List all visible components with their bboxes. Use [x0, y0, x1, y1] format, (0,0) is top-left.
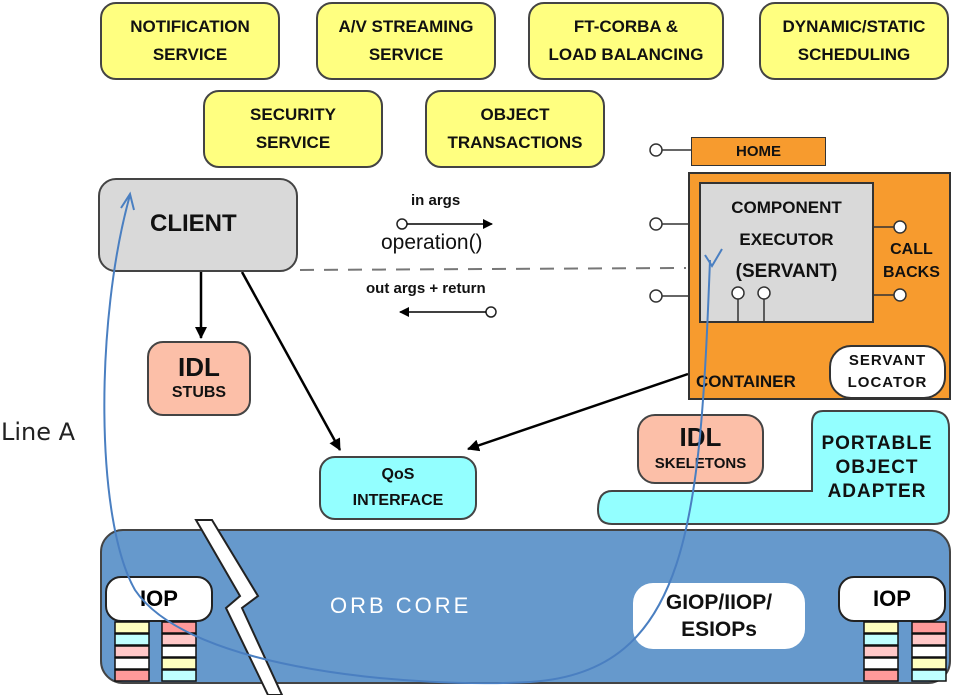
iop-left-box: IOP: [105, 576, 213, 622]
protocol-stack-layer: [161, 633, 197, 646]
client-to-qos-arrow: [240, 271, 342, 451]
home-label: HOME: [736, 143, 781, 160]
service-object-transactions: OBJECT TRANSACTIONS: [425, 90, 605, 168]
service-line1: NOTIFICATION: [130, 17, 250, 36]
client-server-boundary: [299, 267, 687, 271]
poa-line1: PORTABLE: [821, 433, 933, 454]
callbacks-line2: BACKS: [883, 264, 940, 281]
idl-stubs-subtitle: STUBS: [171, 383, 227, 401]
poa-line2: OBJECT: [835, 457, 919, 478]
service-scheduling: DYNAMIC/STATIC SCHEDULING: [759, 2, 949, 80]
service-line1: OBJECT: [480, 105, 550, 124]
out-args-label: out args + return: [366, 280, 486, 297]
protocol-stack-layer: [911, 657, 947, 670]
service-line2: LOAD BALANCING: [548, 45, 704, 64]
home-box: HOME: [691, 137, 826, 166]
service-line2: SERVICE: [255, 133, 331, 152]
service-ft-corba: FT-CORBA & LOAD BALANCING: [528, 2, 724, 80]
client-label: CLIENT: [150, 210, 237, 237]
line-a-curve: [103, 194, 711, 685]
line-a-arrowhead-end: [704, 248, 723, 268]
iop-right-box: IOP: [838, 576, 946, 622]
container-label: CONTAINER: [696, 372, 796, 391]
servant-locator-line2: LOCATOR: [847, 374, 928, 391]
protocol-stack-layer: [863, 657, 899, 670]
protocol-stack-layer: [911, 633, 947, 646]
protocol-stack-layer: [114, 621, 150, 634]
service-line2: TRANSACTIONS: [447, 133, 583, 152]
executor-line2: EXECUTOR: [739, 230, 834, 249]
container-box: COMPONENT EXECUTOR (SERVANT) CALL BACKS …: [688, 172, 951, 400]
protocol-stack-layer: [114, 657, 150, 670]
servant-locator-line1: SERVANT: [848, 352, 927, 369]
giop-box: GIOP/IIOP/ ESIOPs: [633, 583, 805, 649]
poa-line3: ADAPTER: [827, 481, 927, 502]
service-line1: DYNAMIC/STATIC: [782, 17, 926, 36]
qos-line1: QoS: [381, 466, 415, 483]
protocol-stack-layer: [863, 621, 899, 634]
protocol-stack-layer: [114, 633, 150, 646]
idl-stubs-box: IDL STUBS: [147, 341, 251, 416]
service-line1: SECURITY: [250, 105, 336, 124]
protocol-stack-layer: [911, 669, 947, 682]
client-box: CLIENT: [98, 178, 298, 272]
iop-right-label: IOP: [873, 586, 911, 611]
idl-skeletons-subtitle: SKELETONS: [654, 455, 747, 472]
qos-line2: INTERFACE: [352, 492, 444, 509]
service-av-streaming: A/V STREAMING SERVICE: [316, 2, 496, 80]
giop-line1: GIOP/IIOP/: [665, 591, 773, 614]
protocol-stack-layer: [911, 645, 947, 658]
orb-core-label: ORB CORE: [330, 593, 472, 618]
in-args-label: in args: [411, 192, 461, 209]
executor-line3: (SERVANT): [735, 261, 838, 282]
service-line2: SERVICE: [152, 45, 228, 64]
callbacks-line1: CALL: [890, 241, 933, 258]
protocol-stack-layer: [114, 645, 150, 658]
servant-locator-box: SERVANT LOCATOR: [829, 345, 946, 399]
protocol-stack-layer: [863, 645, 899, 658]
poa-label: PORTABLE OBJECT ADAPTER: [812, 432, 942, 504]
service-line2: SERVICE: [368, 45, 444, 64]
service-line1: A/V STREAMING: [338, 17, 474, 36]
protocol-stack-layer: [161, 657, 197, 670]
line-a-arrowhead-start: [120, 191, 135, 211]
container-to-qos-arrow: [467, 372, 689, 452]
service-line2: SCHEDULING: [797, 45, 911, 64]
service-notification: NOTIFICATION SERVICE: [100, 2, 280, 80]
poa-shape: [596, 410, 950, 525]
protocol-stack-layer: [161, 669, 197, 682]
protocol-stack-layer: [863, 669, 899, 682]
operation-label: operation(): [381, 231, 483, 254]
protocol-stack-layer: [114, 669, 150, 682]
line-a-label: Line A: [1, 418, 76, 446]
protocol-stack-layer: [863, 633, 899, 646]
protocol-stack-layer: [161, 645, 197, 658]
component-executor-box: COMPONENT EXECUTOR (SERVANT): [699, 182, 874, 323]
orb-break-divider: [194, 519, 284, 695]
qos-interface-box: QoS INTERFACE: [319, 456, 477, 520]
protocol-stack-layer: [911, 621, 947, 634]
iop-left-label: IOP: [140, 586, 178, 611]
callbacks-label: CALL BACKS: [883, 238, 940, 284]
idl-stubs-title: IDL: [178, 351, 220, 382]
service-security: SECURITY SERVICE: [203, 90, 383, 168]
executor-line1: COMPONENT: [731, 198, 842, 217]
service-line1: FT-CORBA &: [573, 17, 679, 36]
giop-line2: ESIOPs: [681, 618, 757, 641]
